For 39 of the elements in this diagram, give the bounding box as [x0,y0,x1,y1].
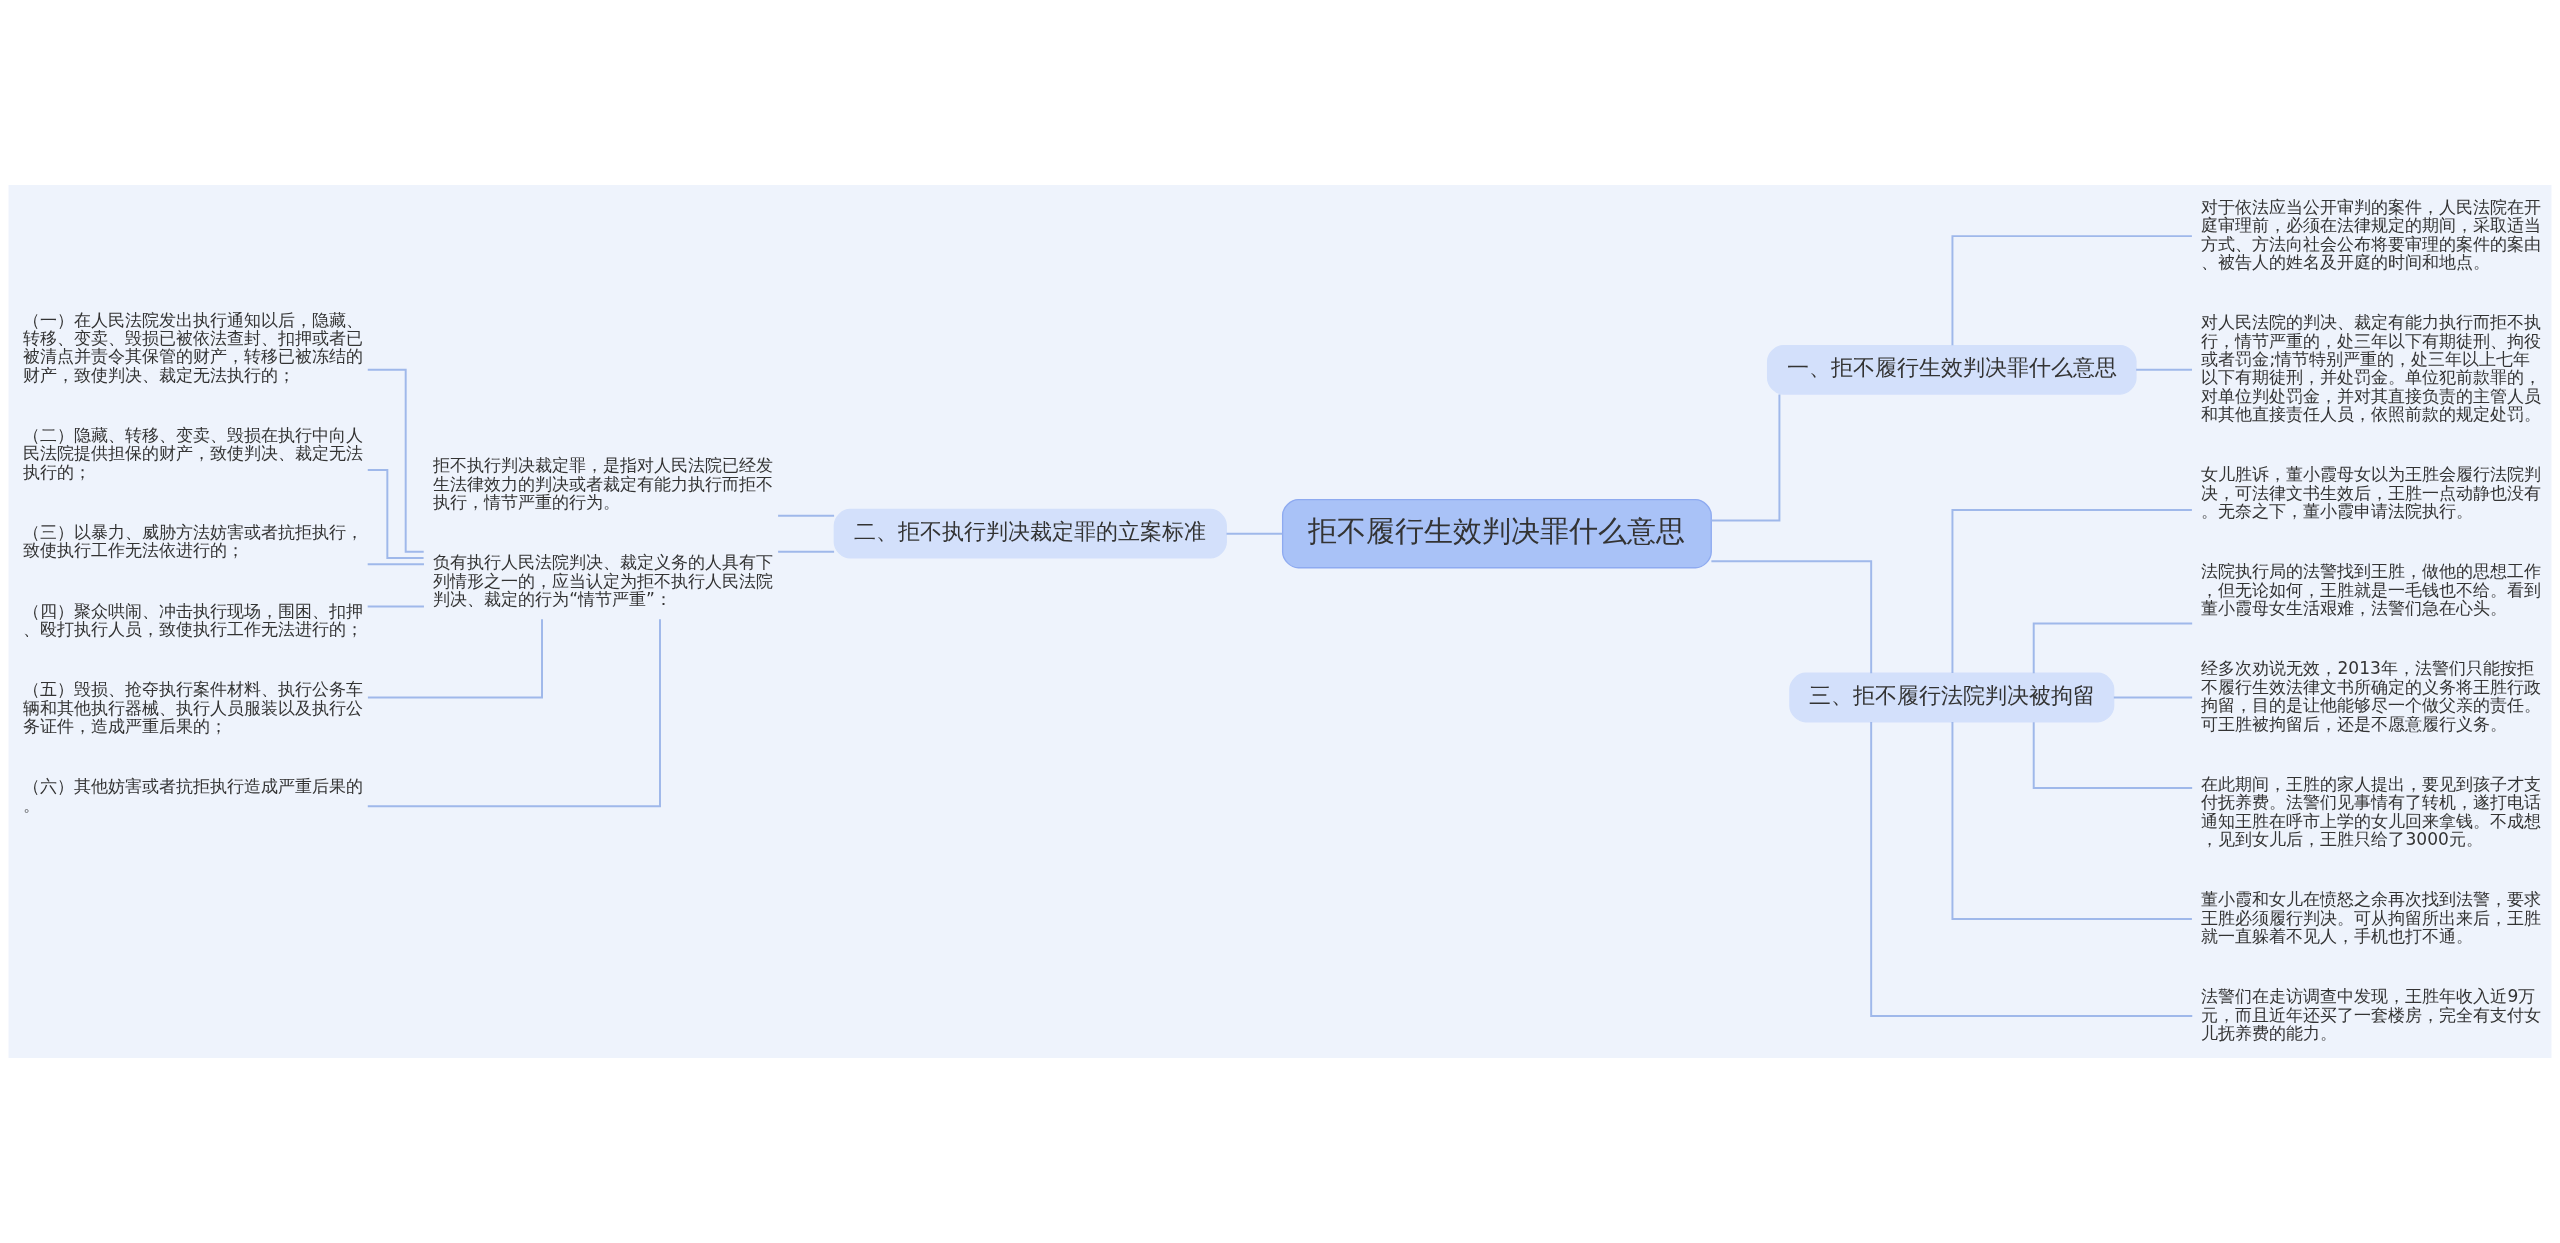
connector [777,514,836,517]
node-text: 女儿胜诉，董小霞母女以为王胜会履行法院判决，可法律文书生效后，王胜一点动静也没有。无奈之下，董小霞申请法院执行。 [2201,464,2542,522]
connector [2112,696,2194,699]
connector [2135,368,2193,371]
connector [366,368,425,553]
node-text: 法院执行局的法警找到王胜，做他的思想工作，但无论如何，王胜就是一毛钱也不给。看到董小霞母女生活艰难，法警们急在心头。 [2201,561,2542,619]
connector [366,605,425,608]
node-box: 三、拒不履行法院判决被拘留 [1789,672,2115,723]
node-text: 董小霞和女儿在愤怒之余再次找到法警，要求王胜必须履行判决。可从拘留所出来后，王胜就一直躲着不见人，手机也打不通。 [2201,889,2542,946]
node-text: （四）聚众哄闹、冲击执行现场，围困、扣押、殴打执行人员，致使执行工作无法进行的； [22,600,363,640]
node-text: （一）在人民法院发出执行通知以后，隐藏、转移、变卖、毁损已被依法查封、扣押或者已被清点并责令其保管的财产，转移已被冻结的财产，致使判决、裁定无法执行的； [22,309,363,385]
connector [1870,721,2194,1018]
connector [1710,393,1781,522]
connector [1710,560,1873,675]
connector [1951,721,2193,921]
node-text: （二）隐藏、转移、变卖、毁损在执行中向人民法院提供担保的财产，致使判决、裁定无法执行的； [22,425,363,482]
connector [366,618,661,808]
node-text: （三）以暴力、威胁方法妨害或者抗拒执行，致使执行工作无法依进行的； [22,522,363,561]
connector [366,469,425,559]
node-text: 拒不执行判决裁定罪，是指对人民法院已经发生法律效力的判决或者裁定有能力执行而拒不执行，情节严重的行为。 [433,455,774,512]
node-box: 拒不履行生效判决罪什么意思 [1281,498,1712,569]
node-text: 负有执行人民法院判决、裁定义务的人具有下列情形之一的，应当认定为拒不执行人民法院判决、裁定的行为“情节严重”： [433,552,774,609]
connector [366,563,425,566]
connector [366,618,543,699]
node-box: 二、拒不执行判决裁定罪的立案标准 [833,508,1227,559]
node-text: （五）毁损、抢夺执行案件材料、执行公务车辆和其他执行器械、执行人员服装以及执行公务证件，造成严重后果的； [22,679,363,737]
node-text: （六）其他妨害或者抗拒执行造成严重后果的。 [22,776,363,815]
connector [777,550,836,553]
node-text: 经多次劝说无效，2013年，法警们只能按拒不履行生效法律文书所确定的义务将王胜行政拘留，目的是让他能够尽一个做父亲的责任。可王胜被拘留后，还是不愿意履行义务。 [2201,658,2542,734]
connector [1951,235,2193,347]
connector [2032,622,2194,675]
connector [1225,532,1284,535]
node-text: 对人民法院的判决、裁定有能力执行而拒不执行，情节严重的，处三年以下有期徒刑、拘役或者罚金;情节特别严重的，处三年以上七年以下有期徒刑，并处罚金。单位犯前款罪的，对单位判处罚金，并对其直接负责的主管人员和其他直接责任人员，依照前款的规定处罚。 [2201,312,2542,425]
connector [1951,509,2193,674]
node-text: 法警们在走访调查中发现，王胜年收入近9万元，而且近年还买了一套楼房，完全有支付女儿抚养费的能力。 [2201,986,2542,1043]
connector [2032,721,2194,789]
node-text: 对于依法应当公开审判的案件，人民法院在开庭审理前，必须在法律规定的期间，采取适当方式、方法向社会公布将要审理的案件的案由、被告人的姓名及开庭的时间和地点。 [2201,197,2542,273]
node-box: 一、拒不履行生效判决罪什么意思 [1766,344,2137,395]
node-text: 在此期间，王胜的家人提出，要见到孩子才支付抚养费。法警们见事情有了转机，遂打电话通知王胜在呼市上学的女儿回来拿钱。不成想，见到女儿后，王胜只给了3000元。 [2201,773,2542,849]
